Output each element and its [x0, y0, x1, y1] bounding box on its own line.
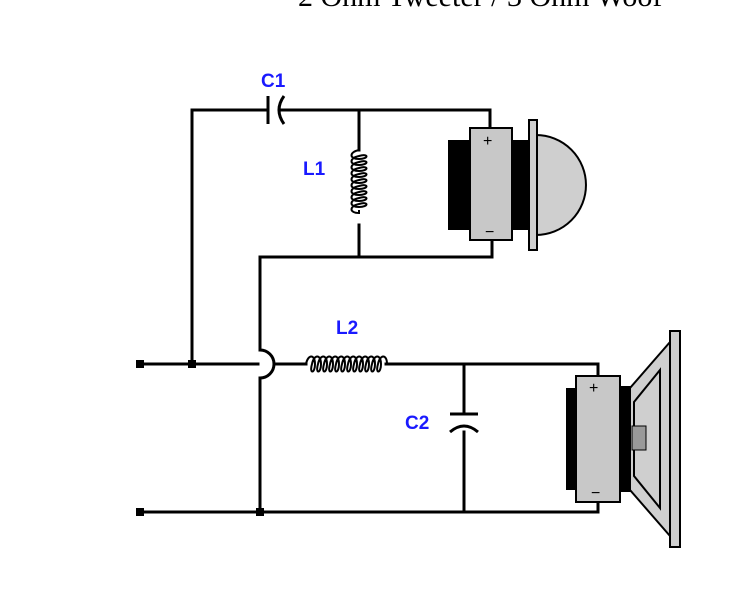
diagram-title: 2 Ohm Tweeter / 3 Ohm Woof [298, 0, 662, 12]
label-l2: L2 [336, 318, 358, 339]
tweeter-magnet-left [448, 140, 472, 230]
inductor-l1 [350, 149, 368, 215]
junction-dot-lower [256, 508, 264, 516]
woofer-frame [669, 330, 681, 548]
capacitor-c2 [449, 412, 479, 434]
woofer-speaker [566, 330, 681, 548]
inductor-l2 [305, 355, 395, 373]
tweeter-magnet-right [510, 140, 530, 230]
label-c2: C2 [405, 413, 429, 434]
woofer-dustcap [631, 425, 647, 451]
tweeter-body [469, 127, 513, 241]
tweeter-minus-sign: − [485, 224, 494, 241]
terminal-negative [136, 508, 144, 516]
tweeter-plus-sign: + [483, 133, 492, 150]
woofer-minus-sign: − [591, 485, 600, 502]
woofer-cone-inner [633, 367, 661, 511]
woofer-body [575, 375, 621, 503]
label-l1: L1 [303, 159, 326, 180]
wire-crossover-hop [258, 348, 276, 380]
woofer-plus-sign: + [589, 380, 598, 397]
terminal-positive [136, 360, 144, 368]
tweeter-dome [535, 133, 587, 237]
junction-dot-upper [188, 360, 196, 368]
label-c1: C1 [261, 71, 286, 92]
capacitor-c1 [266, 95, 286, 125]
tweeter-speaker [448, 119, 587, 251]
woofer-magnet-right [618, 386, 632, 492]
tweeter-flange [528, 119, 538, 251]
